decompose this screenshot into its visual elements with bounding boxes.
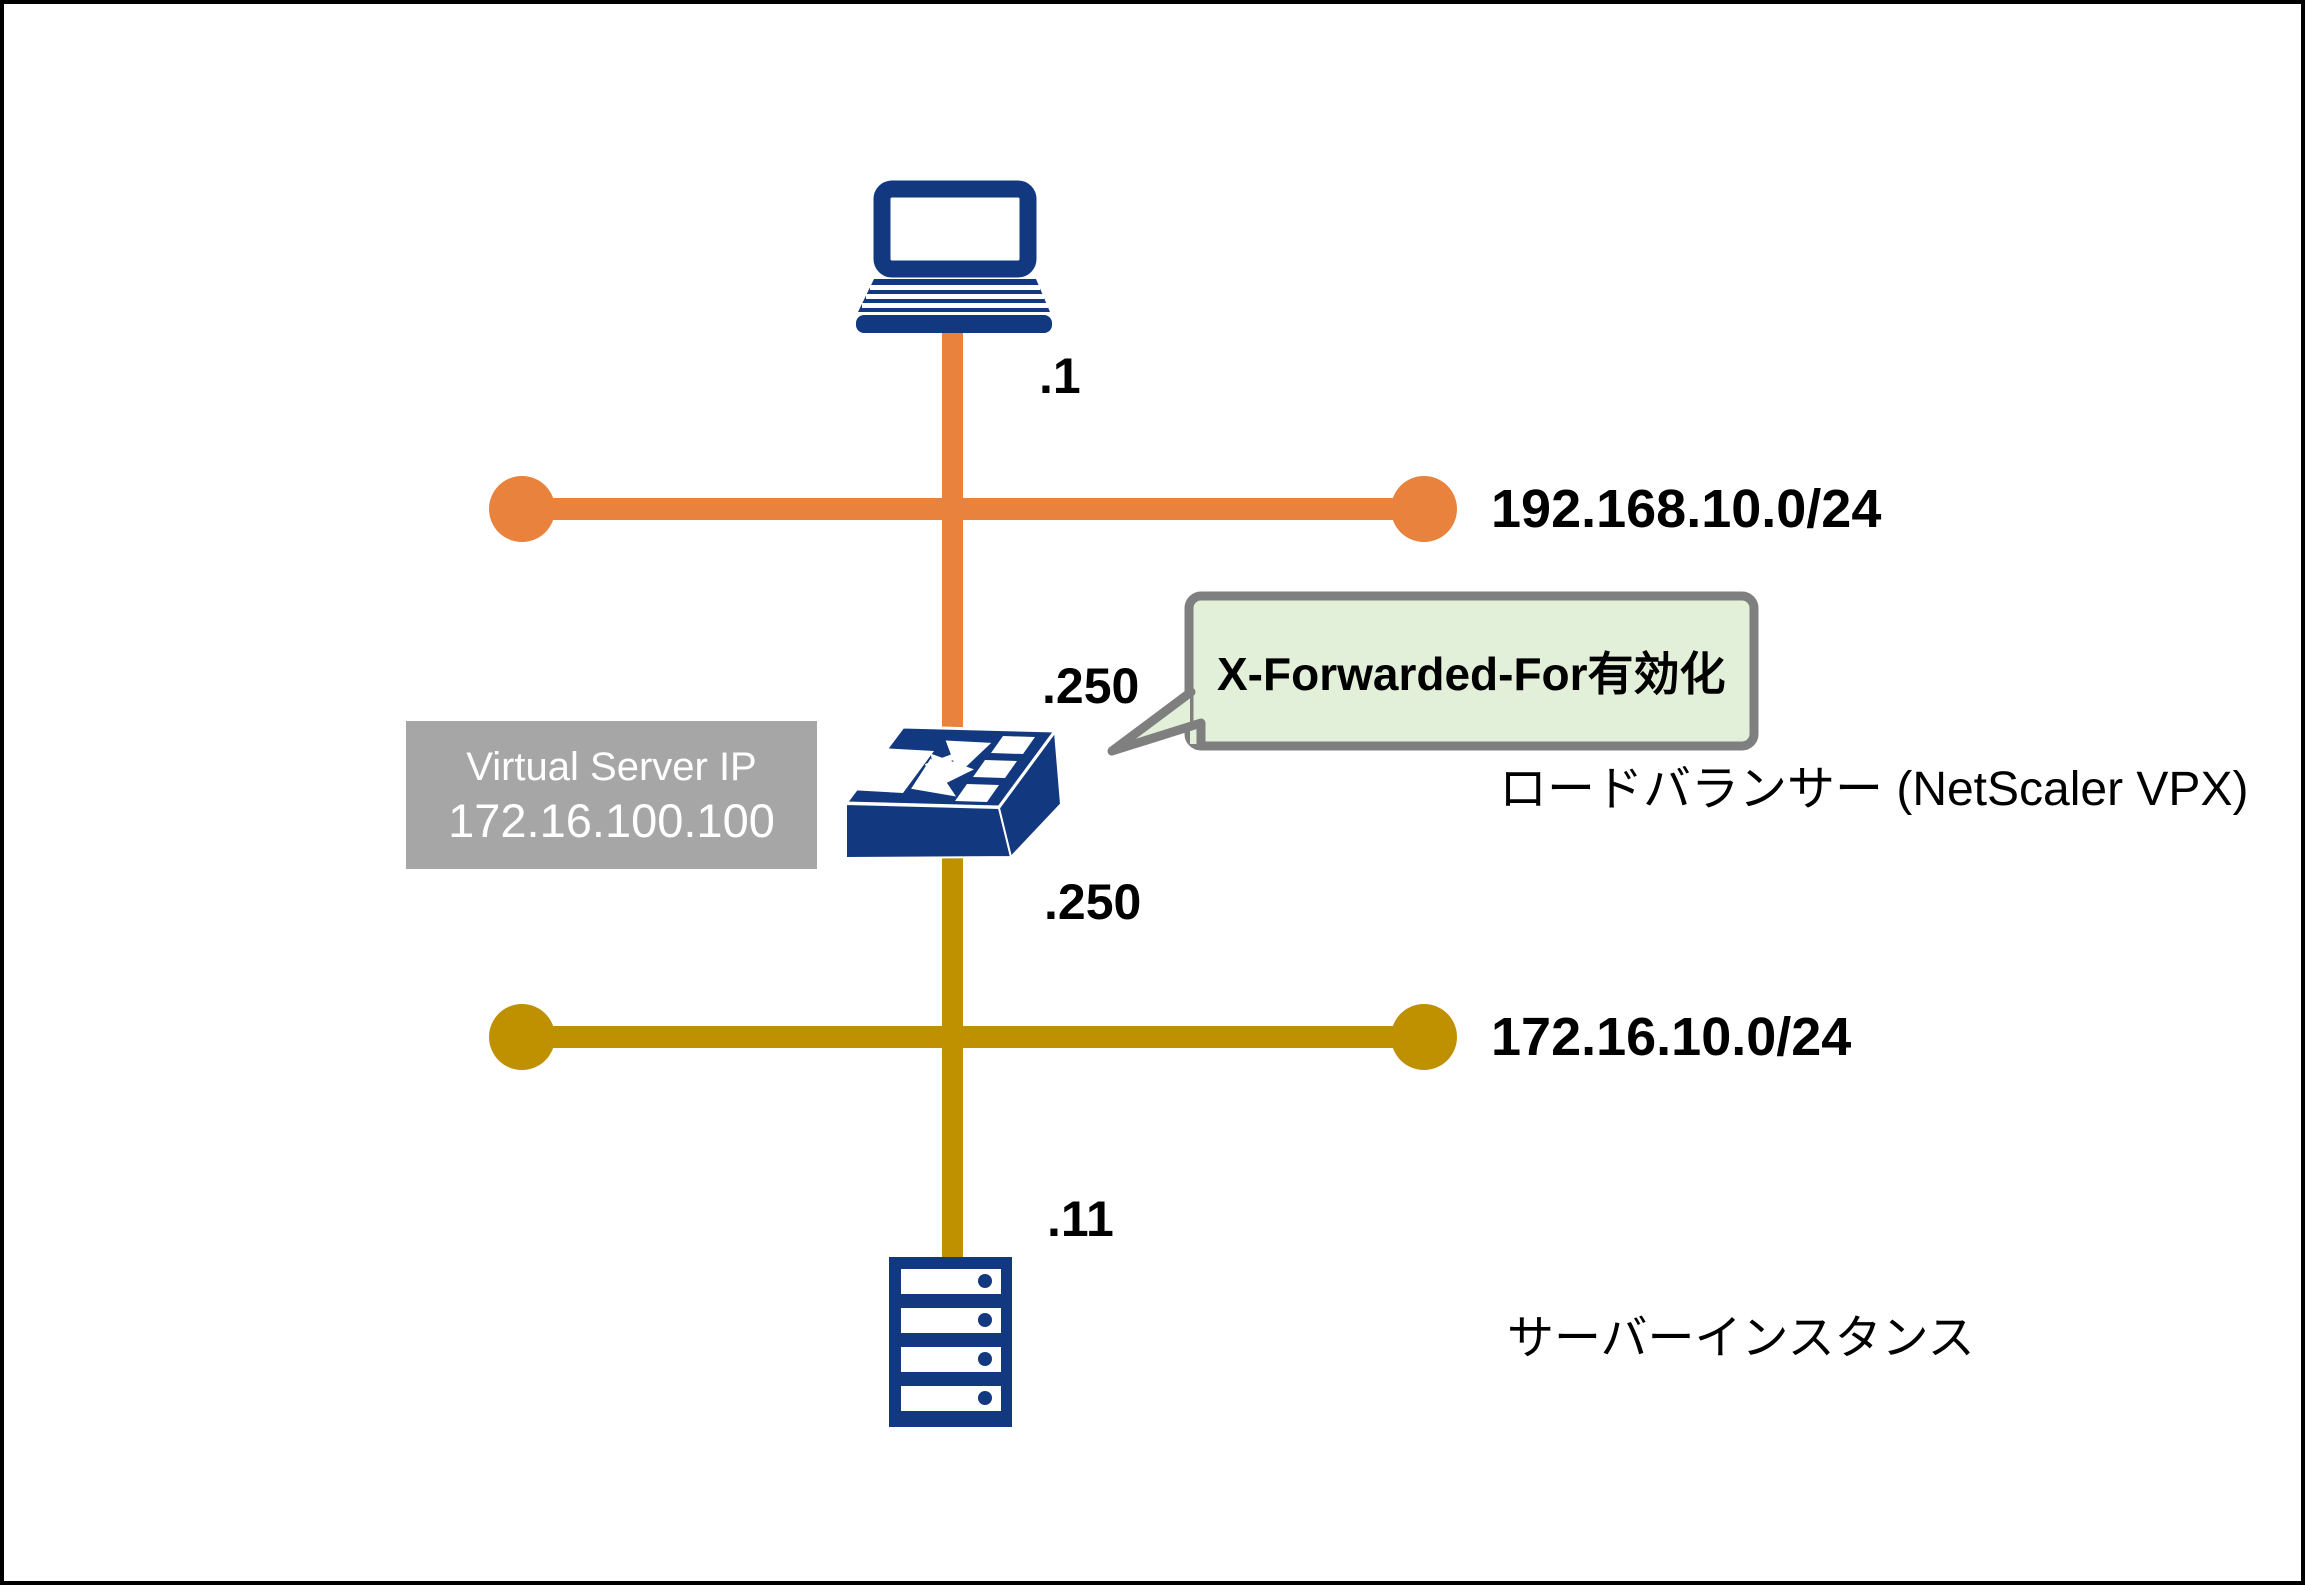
lb-lower-interface-ip-label: .250 bbox=[1044, 874, 1142, 930]
client-lb-link bbox=[942, 329, 963, 744]
callout-text: X-Forwarded-For有効化 bbox=[1217, 648, 1726, 700]
upper-network-cidr-label: 192.168.10.0/24 bbox=[1491, 479, 1882, 539]
diagram-shapes-layer bbox=[489, 180, 1759, 1427]
upper-network-segment bbox=[489, 476, 1457, 542]
server-label: サーバーインスタンス bbox=[1507, 1311, 1975, 1364]
client-interface-ip-label: .1 bbox=[1039, 348, 1081, 404]
lb-upper-interface-ip-label: .250 bbox=[1042, 658, 1140, 714]
lower-network-left-endpoint bbox=[489, 1004, 555, 1070]
upper-network-left-endpoint bbox=[489, 476, 555, 542]
laptop-icon bbox=[856, 180, 1052, 333]
server-rack-icon bbox=[889, 1257, 1012, 1427]
virtual-server-ip-box: Virtual Server IP 172.16.100.100 bbox=[406, 721, 817, 869]
lower-network-segment bbox=[489, 1004, 1457, 1070]
lower-network-cidr-label: 172.16.10.0/24 bbox=[1491, 1007, 1852, 1067]
server-interface-ip-label: .11 bbox=[1047, 1191, 1114, 1247]
load-balancer-icon bbox=[843, 725, 1063, 860]
lb-target-square-1 bbox=[991, 736, 1035, 754]
callout-bubble-body bbox=[1184, 591, 1759, 751]
upper-network-right-endpoint bbox=[1391, 476, 1457, 542]
vip-box-title: Virtual Server IP bbox=[466, 744, 757, 789]
callout-bubble bbox=[1107, 591, 1759, 756]
load-balancer-label: ロードバランサー (NetScaler VPX) bbox=[1499, 763, 2249, 816]
lb-server-link bbox=[942, 852, 963, 1264]
vip-box-address: 172.16.100.100 bbox=[448, 793, 775, 847]
lower-network-right-endpoint bbox=[1391, 1004, 1457, 1070]
